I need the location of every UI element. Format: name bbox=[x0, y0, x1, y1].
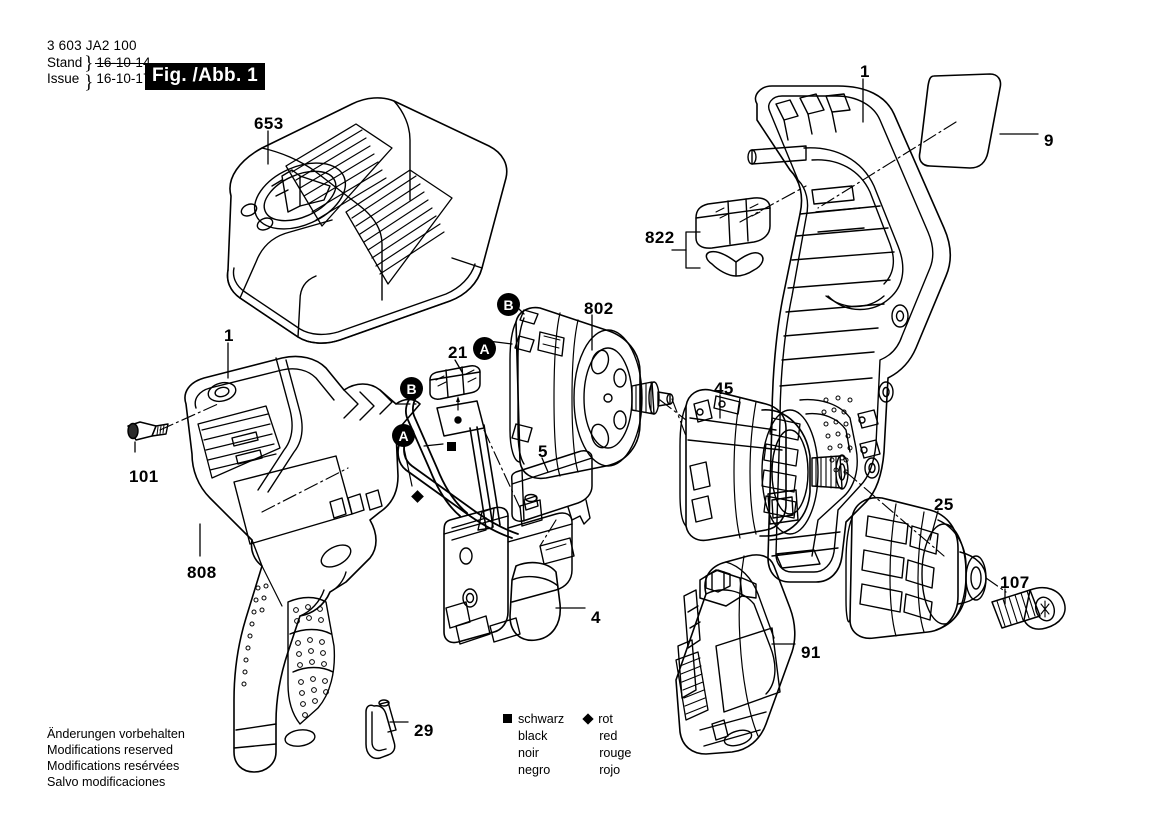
document-header: 3 603 JA2 100 Stand Issue }} 16-10-14 16… bbox=[47, 38, 152, 93]
motor-illustration bbox=[509, 306, 674, 480]
keyless-chuck-illustration bbox=[845, 496, 987, 640]
figure-badge: Fig. /Abb. 1 bbox=[145, 63, 265, 90]
brace-glyph: }} bbox=[84, 53, 94, 93]
marker-b-motor: B bbox=[497, 293, 520, 316]
charger-illustration bbox=[226, 97, 508, 344]
part-number: 3 603 JA2 100 bbox=[47, 38, 137, 53]
rating-label-right-illustration bbox=[918, 73, 1002, 169]
callout-9: 9 bbox=[1044, 131, 1054, 150]
callout-1-left: 1 bbox=[224, 326, 234, 345]
issue-date: 16-10-17 bbox=[96, 71, 151, 87]
callout-4: 4 bbox=[591, 608, 601, 627]
legend-black-de: schwarz bbox=[503, 711, 564, 728]
direction-slider-illustration bbox=[510, 450, 593, 525]
u-spring-clip-illustration bbox=[365, 699, 397, 760]
legend-black-fr: noir bbox=[518, 745, 539, 760]
black-wire-marker bbox=[447, 442, 456, 451]
trigger-switch-illustration bbox=[443, 493, 575, 645]
legend-red-en: red bbox=[599, 728, 618, 743]
marker-a-harness: A bbox=[392, 424, 415, 447]
housing-half-right-illustration bbox=[671, 85, 952, 583]
callout-91: 91 bbox=[801, 643, 821, 662]
square-marker-icon bbox=[503, 714, 512, 724]
legend-red-es: rojo bbox=[599, 762, 621, 777]
disclaimer-de: Änderungen vorbehalten bbox=[47, 727, 185, 741]
marker-b-harness: B bbox=[400, 377, 423, 400]
disclaimer-es: Salvo modificaciones bbox=[47, 774, 166, 789]
issue-label: Issue bbox=[47, 71, 80, 87]
callout-21: 21 bbox=[448, 343, 468, 362]
callout-653: 653 bbox=[254, 114, 284, 133]
callout-45: 45 bbox=[714, 379, 734, 398]
battery-pack-illustration bbox=[675, 554, 796, 755]
disclaimer-en: Modifications reserved bbox=[47, 742, 173, 757]
housing-screw-illustration bbox=[127, 421, 169, 441]
diamond-marker-icon bbox=[582, 713, 594, 725]
callout-808: 808 bbox=[187, 563, 217, 582]
housing-half-left-illustration bbox=[184, 355, 421, 773]
callout-1-right: 1 bbox=[860, 62, 870, 81]
marker-a-motor: A bbox=[473, 337, 496, 360]
callout-25: 25 bbox=[934, 495, 954, 514]
stand-label: Stand bbox=[47, 55, 83, 71]
callout-802: 802 bbox=[584, 299, 614, 318]
callout-29: 29 bbox=[414, 721, 434, 740]
chuck-screw-illustration bbox=[991, 586, 1066, 630]
callout-5: 5 bbox=[538, 442, 548, 461]
legend-black-es: negro bbox=[518, 762, 551, 777]
gearbox-assembly-illustration bbox=[679, 388, 849, 542]
callout-822: 822 bbox=[645, 228, 675, 247]
disclaimer-block: Änderungen vorbehalten Modifications res… bbox=[47, 727, 185, 790]
stand-date: 16-10-14 bbox=[95, 55, 152, 71]
red-wire-marker bbox=[411, 490, 424, 503]
legend-red-de: rot bbox=[564, 711, 631, 728]
legend-black-en: black bbox=[518, 728, 548, 743]
callout-107: 107 bbox=[1000, 573, 1030, 592]
callout-101: 101 bbox=[129, 467, 159, 486]
legend-red-fr: rouge bbox=[599, 745, 632, 760]
disclaimer-fr: Modifications resérvées bbox=[47, 758, 180, 773]
wire-colour-legend: schwarz rot black red noir rouge negro r… bbox=[503, 711, 631, 779]
